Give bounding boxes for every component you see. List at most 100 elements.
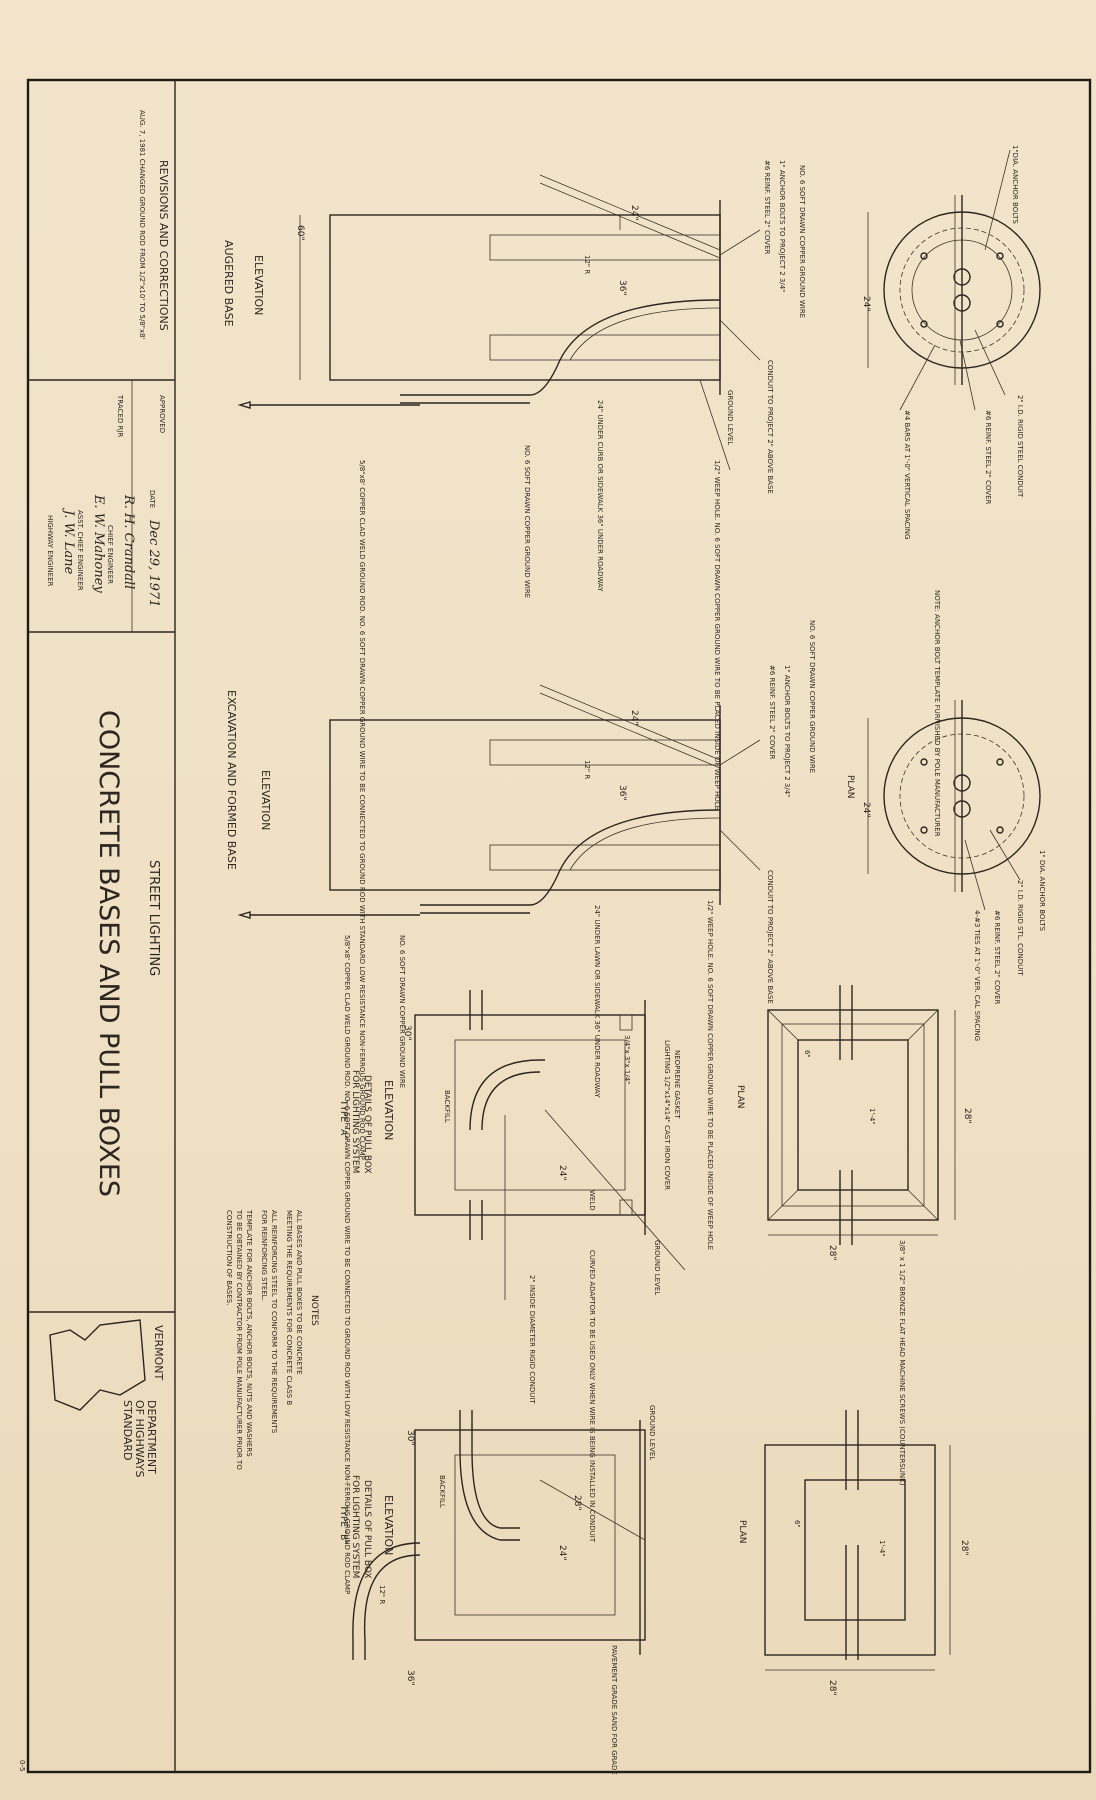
pba-gasket: NEOPRENE GASKET xyxy=(673,1050,681,1119)
formed-anchor: 1" ANCHOR BOLTS TO PROJECT 2 3/4" xyxy=(783,665,791,797)
formed-plan-ver: 4-#3 TIES AT 1'-0" VER. CAL SPACING xyxy=(973,910,981,1041)
aug-conduit-project: CONDUIT TO PROJECT 2" ABOVE BASE xyxy=(766,360,774,494)
box-inner xyxy=(804,1479,906,1621)
formed-base-plan xyxy=(867,700,1041,911)
pba-details1: DETAILS OF PULL BOX xyxy=(362,1075,372,1174)
template-note: NOTE: ANCHOR BOLT TEMPLATE FURNISHED BY … xyxy=(933,590,941,837)
traced-label: TRACED RJR xyxy=(116,394,124,437)
box-frame xyxy=(781,1023,925,1207)
pba-details2: FOR LIGHTING SYSTEM xyxy=(350,1070,360,1173)
note-line: ALL REINFORCING STEEL TO CONFORM TO THE … xyxy=(270,1210,278,1434)
leader xyxy=(544,1109,686,1271)
corner-mark: 0-5 xyxy=(18,1760,26,1771)
conduit-stub xyxy=(539,174,721,251)
note-line: CONSTRUCTION OF BASES. xyxy=(225,1210,233,1305)
role-1: CHIEF ENGINEER xyxy=(106,525,114,584)
rod-tip xyxy=(237,401,251,409)
pbb-curved: CURVED ADAPTOR TO BE USED ONLY WHEN WIRE… xyxy=(588,1250,596,1543)
corner-line xyxy=(907,1189,939,1221)
formed-ground-wire: NO. 6 SOFT DRAWN COPPER GROUND WIRE xyxy=(808,620,816,773)
pba-dim-6: 6" xyxy=(803,1050,811,1058)
pba-details3: TYPE "A" xyxy=(338,1099,348,1139)
pbb-dim-28b: 28" xyxy=(827,1680,837,1696)
pbb-pavement: PAVEMENT GRADE SAND FOR GRADE xyxy=(610,1645,618,1775)
conduit-bend xyxy=(529,809,721,906)
aug-rod: 5/8"x8' COPPER CLAD WELD GROUND ROD. NO.… xyxy=(358,460,366,1160)
leader xyxy=(989,829,1021,881)
leader xyxy=(959,339,976,411)
note-line: ALL BASES AND PULL BOXES TO BE CONCRETE xyxy=(295,1210,303,1375)
anchor-bolt xyxy=(920,320,928,328)
anchor-bolt xyxy=(920,826,928,834)
pbb-dim-30: 30" xyxy=(405,1430,415,1446)
leader xyxy=(984,149,1011,251)
pbb-ground-level: GROUND LEVEL xyxy=(648,1405,656,1460)
aug-dim-24: 24" xyxy=(629,205,639,221)
leader xyxy=(974,329,1006,396)
formed-conduit: CONDUIT TO PROJECT 2" ABOVE BASE xyxy=(766,870,774,1004)
aug-depth: 24" UNDER CURB OR SIDEWALK 36" UNDER ROA… xyxy=(596,400,604,592)
leader xyxy=(719,319,761,361)
aug-anchor-project: 1" ANCHOR BOLTS TO PROJECT 2 3/4" xyxy=(778,160,786,292)
approved-label: APPROVED xyxy=(158,395,166,433)
pullbox-b-plan xyxy=(764,1410,951,1671)
notes-block: NOTES ALL BASES AND PULL BOXES TO BE CON… xyxy=(225,1209,319,1470)
aug-dim-36: 36" xyxy=(617,280,627,296)
pbb-details2: FOR LIGHTING SYSTEM xyxy=(350,1475,360,1578)
augered-base-elevation xyxy=(237,174,761,471)
curved-adaptor xyxy=(459,1449,520,1541)
note-line: TO BE OBTAINED BY CONTRACTOR FROM POLE M… xyxy=(235,1209,243,1470)
plan-vertical-label: #4 BARS AT 1'-0" VERTICAL SPACING xyxy=(903,410,911,539)
signature-1: R. H. Crandall xyxy=(121,494,136,589)
pbb-details1: DETAILS OF PULL BOX xyxy=(362,1480,372,1579)
revision-entry: AUG. 7, 1981 CHANGED GROUND ROD FROM 1/2… xyxy=(138,110,146,340)
reinf-cage xyxy=(489,844,721,871)
formed-rod: 5/8"x8' COPPER CLAD WELD GROUND ROD. NO.… xyxy=(343,935,351,1594)
box-cavity xyxy=(454,1454,616,1616)
dept-line-3: STANDARD xyxy=(121,1400,134,1461)
subtitle: STREET LIGHTING xyxy=(146,860,161,976)
formed-dim-24: 24" xyxy=(629,710,639,726)
conduit-sweep xyxy=(363,1554,421,1660)
box-outer xyxy=(767,1009,939,1221)
leader xyxy=(539,1479,646,1541)
conduit-stub xyxy=(539,182,721,259)
aug-dim-rad: 12" R xyxy=(583,255,591,274)
anchor-bolt xyxy=(920,758,928,766)
sheet-title: CONCRETE BASES AND PULL BOXES xyxy=(93,710,124,1197)
pba-dim-28: 28" xyxy=(962,1108,972,1124)
vermont-logo xyxy=(49,1319,146,1411)
curved-adaptor xyxy=(471,1449,520,1529)
pba-plan-label: PLAN xyxy=(735,1085,745,1109)
pba-backfill: BACKFILL xyxy=(443,1090,451,1123)
pbb-dim-36: 36" xyxy=(405,1670,415,1686)
role-3: HIGHWAY ENGINEER xyxy=(46,515,54,587)
formed-reinf: #6 REINF. STEEL 2" COVER xyxy=(768,665,776,760)
pullbox-a-plan xyxy=(767,985,956,1245)
leader xyxy=(719,829,761,871)
anchor-bolt xyxy=(996,252,1004,260)
aug-dim-60: 60" xyxy=(295,225,305,241)
revisions-heading: REVISIONS AND CORRECTIONS xyxy=(157,160,170,331)
signature-3: J. W. Lane xyxy=(61,507,76,575)
pbb-dim-4: 1'-4" xyxy=(878,1540,886,1557)
pbb-dim-24: 24" xyxy=(557,1545,567,1561)
aug-ground-wire: NO. 6 SOFT DRAWN COPPER GROUND WIRE xyxy=(798,165,806,318)
rod-tip xyxy=(237,911,251,919)
vermont-label: VERMONT xyxy=(152,1325,165,1380)
formed-plan-anchor: 1" DIA. ANCHOR BOLTS xyxy=(1038,850,1046,932)
plan-dim-label: 24" xyxy=(861,296,871,312)
base-body xyxy=(329,214,721,381)
formed-plan-label: PLAN xyxy=(845,775,855,799)
formed-plan-dim: 24" xyxy=(861,802,871,818)
pbb-plan-label: PLAN xyxy=(737,1520,747,1544)
date-value: Dec 29, 1971 xyxy=(146,519,161,607)
weld-block xyxy=(619,1014,633,1031)
weld-block xyxy=(619,1199,633,1216)
pbb-details3: TYPE "B" xyxy=(338,1504,348,1544)
pbb-elev-label: ELEVATION xyxy=(382,1495,395,1555)
pbb-dim-28: 28" xyxy=(959,1540,969,1556)
pullbox-b-elevation xyxy=(352,1410,646,1660)
